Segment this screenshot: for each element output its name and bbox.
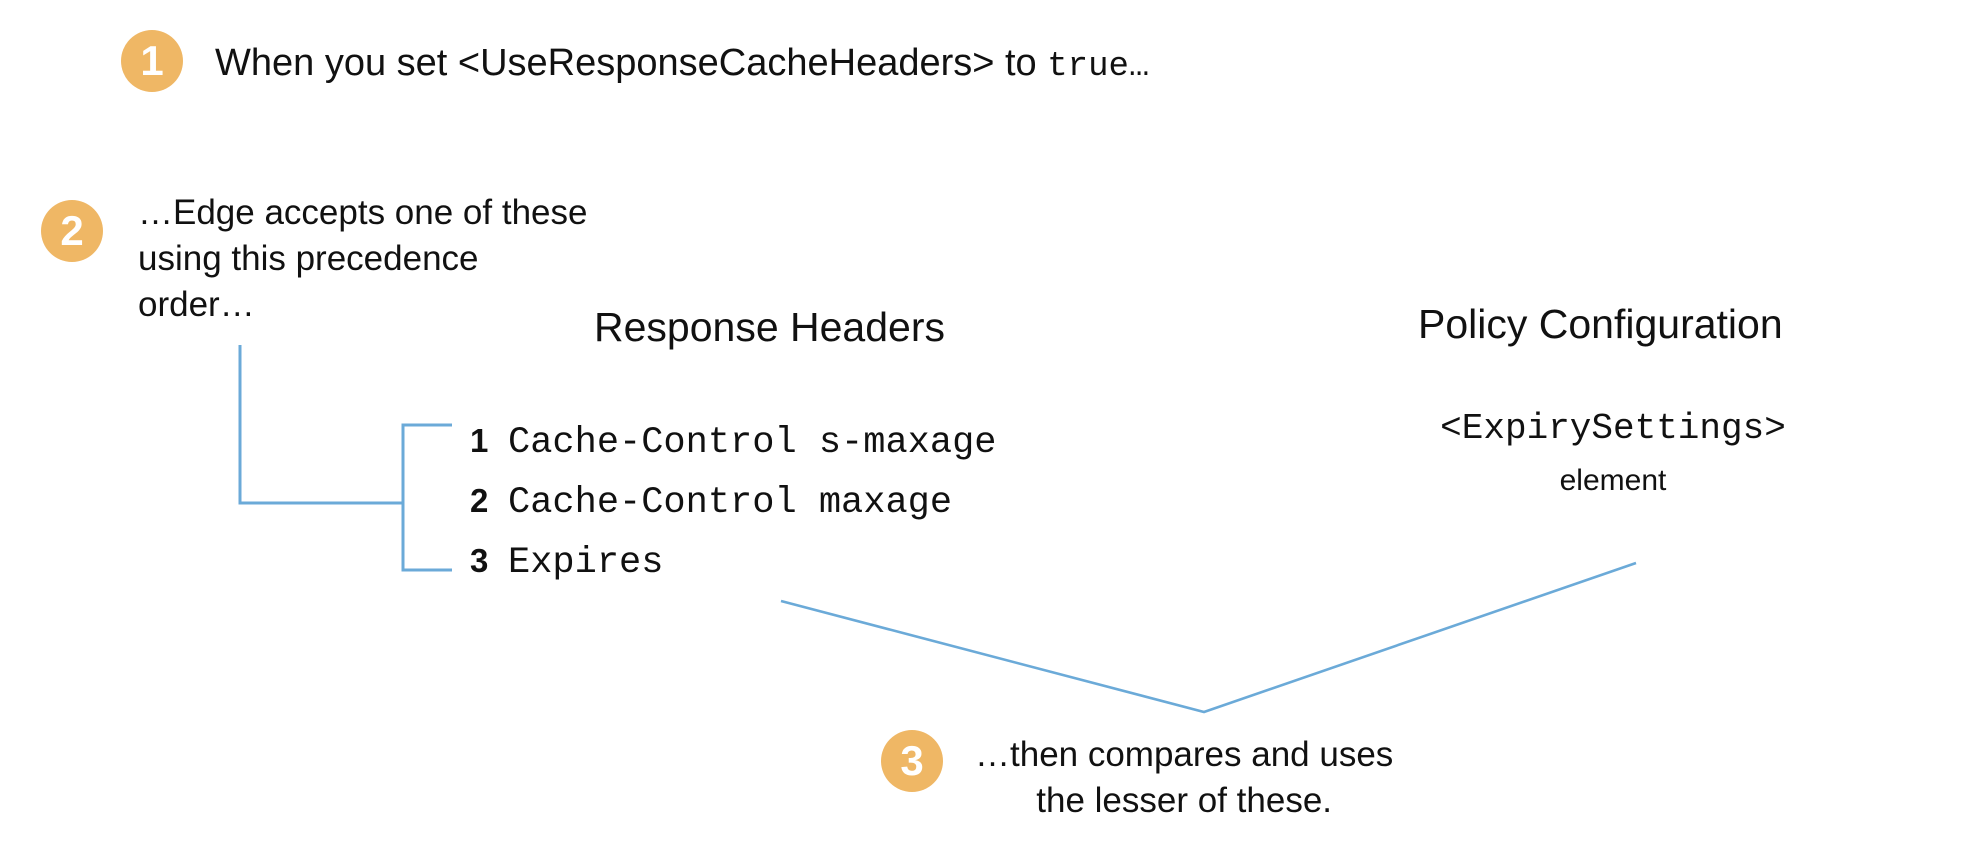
response-headers-heading: Response Headers bbox=[594, 304, 945, 350]
policy-configuration-value: <ExpirySettings> element bbox=[1418, 406, 1808, 502]
precedence-value: Cache-Control s-maxage bbox=[508, 422, 997, 464]
step-badge-3: 3 bbox=[881, 730, 943, 792]
precedence-rank: 3 bbox=[470, 542, 489, 579]
step-badge-2: 2 bbox=[41, 200, 103, 262]
precedence-rank: 1 bbox=[470, 422, 489, 459]
precedence-value: Expires bbox=[508, 542, 664, 584]
step-2-text: …Edge accepts one of these using this pr… bbox=[138, 193, 588, 324]
step2-elbow-connector bbox=[238, 345, 403, 505]
policy-configuration-heading: Policy Configuration bbox=[1418, 301, 1783, 347]
precedence-value: Cache-Control maxage bbox=[508, 482, 953, 524]
list-item: 1 Cache-Control s-maxage bbox=[470, 412, 996, 472]
list-item: 3 Expires bbox=[470, 532, 996, 592]
precedence-bracket bbox=[401, 423, 452, 572]
list-item: 2 Cache-Control maxage bbox=[470, 472, 996, 532]
precedence-list: 1 Cache-Control s-maxage 2 Cache-Control m… bbox=[470, 412, 996, 592]
expiry-settings-element-name: <ExpirySettings> bbox=[1440, 408, 1786, 449]
step-badge-1: 1 bbox=[121, 30, 183, 92]
step-1-text-mono: true… bbox=[1047, 48, 1150, 86]
expiry-settings-element-label: element bbox=[1559, 464, 1667, 497]
step-1-text: When you set <UseResponseCacheHeaders> t… bbox=[215, 40, 1149, 90]
precedence-rank: 2 bbox=[470, 482, 489, 519]
step-1-text-plain: When you set <UseResponseCacheHeaders> t… bbox=[215, 42, 1048, 84]
step-3-text: …then compares and uses the lesser of th… bbox=[975, 735, 1394, 820]
